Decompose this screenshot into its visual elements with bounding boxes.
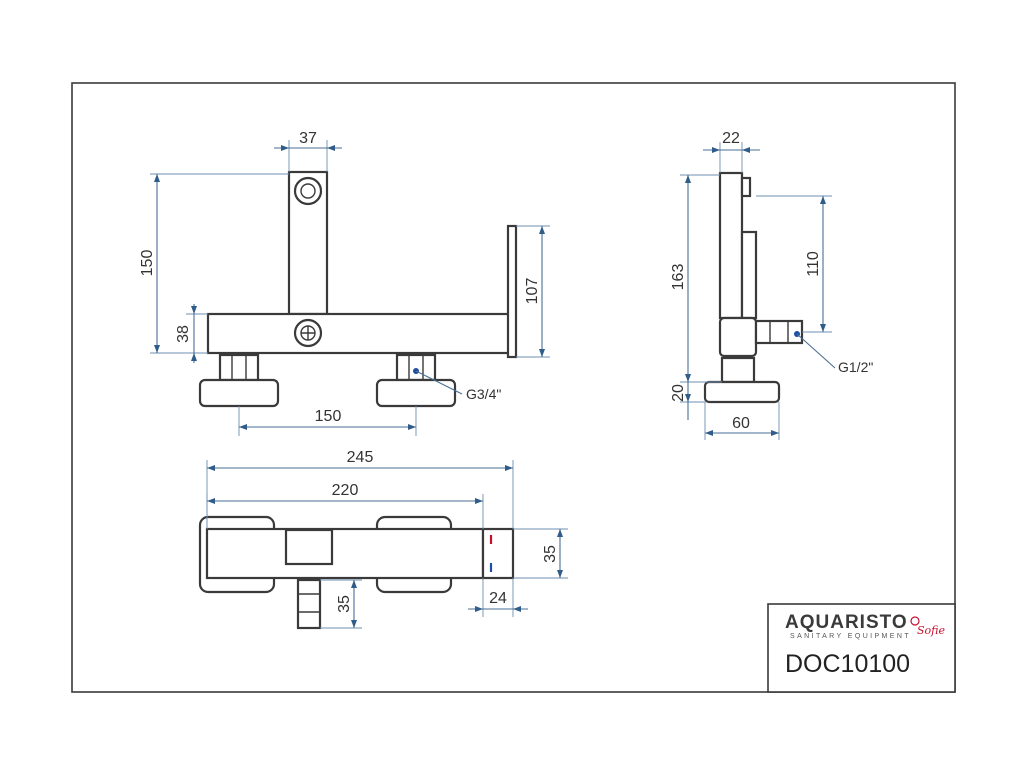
dim-side-flange-height: 20 [670, 384, 687, 402]
side-view-outlet-lines [769, 321, 789, 343]
brand-logo-script: Sofie [917, 624, 945, 637]
top-view-arm-base [284, 528, 334, 566]
side-view-body [718, 316, 758, 358]
dim-front-inlet-spacing: 150 [315, 408, 342, 425]
side-view [703, 171, 804, 404]
front-view-outlet-connector [293, 176, 323, 206]
front-view-right-flange [375, 378, 457, 408]
side-view-nut [720, 356, 756, 384]
top-view-handle [481, 527, 515, 580]
top-view-nozzle [296, 578, 322, 630]
front-view-dimensions: 37 150 38 107 150 G3/4" [139, 130, 550, 436]
front-view-outlet-connector-inner [300, 183, 316, 199]
front-view-right-nut [395, 353, 437, 382]
brand-logo-wordmark: AQUARISTO [785, 612, 908, 633]
front-view-body [206, 312, 512, 355]
front-view [198, 170, 518, 408]
front-view-spout-bend [486, 313, 508, 354]
side-view-dimensions: 22 163 20 110 60 G1/2" [670, 130, 873, 440]
front-view-spout-plate [506, 224, 518, 359]
dim-front-total-height: 150 [139, 250, 156, 277]
title-block: AQUARISTO SANITARY EQUIPMENT Sofie DOC10… [767, 603, 956, 693]
dim-side-depth: 60 [732, 415, 750, 432]
brand-logo-ring [910, 616, 920, 626]
front-view-left-nut [218, 353, 260, 382]
side-view-flange [703, 380, 781, 404]
dim-side-total-height: 163 [670, 264, 687, 291]
dim-top-handle-depth: 35 [542, 545, 559, 563]
dim-front-spout-height: 107 [524, 278, 541, 305]
dim-top-handle-width: 24 [489, 590, 507, 607]
side-view-arm-cap [740, 176, 752, 198]
top-view-dimensions: 245 220 35 24 35 [206, 449, 568, 629]
front-view-right-nut-lines [408, 355, 424, 380]
dim-top-total-length: 245 [347, 449, 374, 466]
front-view-diverter-dial-marks [301, 326, 315, 340]
note-side-thread: G1/2" [838, 359, 873, 375]
note-front-thread: G3/4" [466, 386, 501, 402]
dim-top-body-length: 220 [332, 482, 359, 499]
side-view-arm-rear [740, 230, 758, 320]
dim-side-outlet-height: 110 [805, 251, 822, 277]
front-view-left-flange [198, 378, 280, 408]
side-view-arm [718, 171, 744, 320]
top-view [198, 515, 515, 630]
top-view-nozzle-lines [298, 593, 320, 613]
title-block-frame [767, 603, 956, 693]
dim-top-nozzle-length: 35 [336, 595, 353, 613]
top-view-body [205, 527, 485, 580]
dim-side-width: 22 [722, 130, 740, 147]
document-code: DOC10100 [785, 650, 910, 678]
dim-front-body-height: 38 [175, 325, 192, 343]
brand-logo-tagline: SANITARY EQUIPMENT [790, 633, 911, 640]
front-view-left-nut-lines [231, 355, 247, 380]
dim-front-top-width: 37 [299, 130, 317, 147]
sheet-border [71, 82, 956, 693]
